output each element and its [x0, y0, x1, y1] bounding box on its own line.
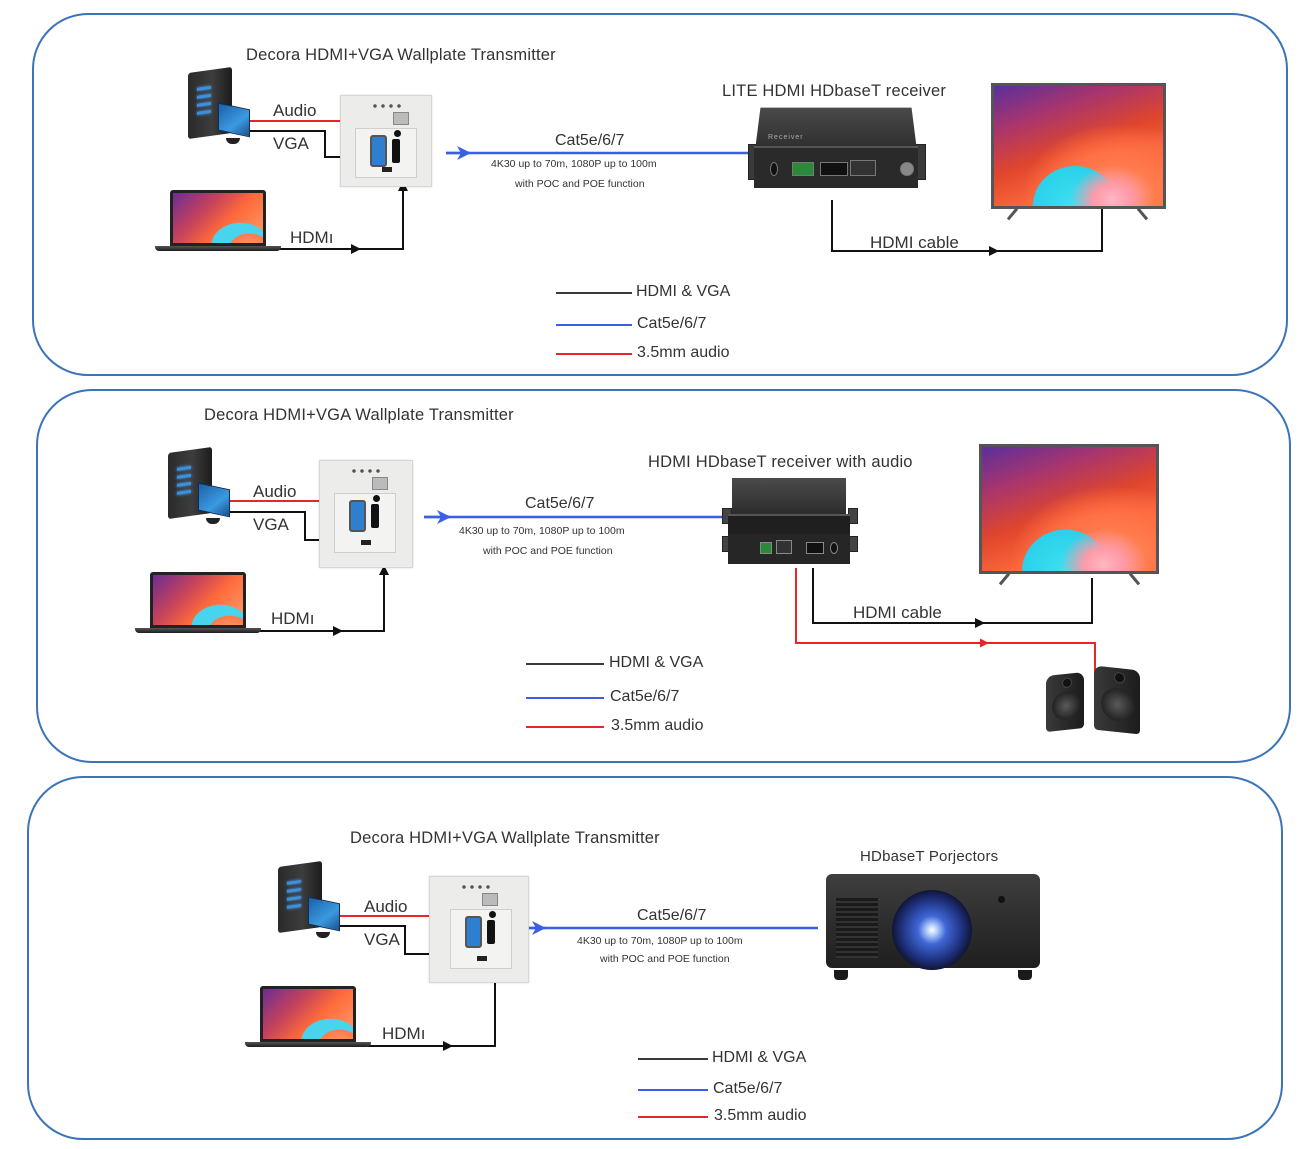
p1-laptop — [155, 190, 281, 251]
legend1-cat-label: Cat5e/6/7 — [637, 315, 707, 332]
p1-tv — [991, 83, 1166, 223]
p2-receiver-title: HDMI HDbaseT receiver with audio — [648, 453, 913, 471]
vga-port-icon — [370, 135, 387, 167]
p2-audio-receiver — [722, 478, 858, 576]
panel-lite-receiver — [32, 13, 1288, 376]
p1-transmitter-title: Decora HDMI+VGA Wallplate Transmitter — [246, 46, 556, 64]
legend3-hdmi-label: HDMI & VGA — [712, 1049, 807, 1066]
p3-wallplate-transmitter — [429, 876, 529, 983]
panel-projector — [27, 776, 1283, 1140]
p1-cable-label: Cat5e/6/7 — [555, 132, 625, 149]
laptop-icon — [260, 986, 356, 1042]
p3-audio-label: Audio — [364, 897, 408, 916]
audio-jack-icon — [394, 130, 401, 137]
tv-icon — [979, 444, 1159, 574]
legend2-hdmi-label: HDMI & VGA — [609, 654, 704, 671]
speaker-right-icon — [1094, 665, 1140, 735]
audio-jack-icon — [373, 495, 380, 502]
p1-vga-label: VGA — [273, 134, 309, 153]
p3-spec-line1: 4K30 up to 70m, 1080P up to 100m — [577, 935, 743, 947]
p3-cable-label: Cat5e/6/7 — [637, 907, 707, 924]
projector-lens-icon — [892, 890, 972, 970]
p1-wallplate-transmitter — [340, 95, 432, 187]
p1-hdmi-cable-label: HDMI cable — [870, 233, 959, 252]
p3-hdmi-label: HDMı — [382, 1024, 426, 1043]
p2-transmitter-title: Decora HDMI+VGA Wallplate Transmitter — [204, 406, 514, 424]
p3-projector-title: HDbaseT Porjectors — [860, 848, 999, 865]
legend2-cat-label: Cat5e/6/7 — [610, 688, 680, 705]
p3-laptop — [245, 986, 371, 1047]
p3-projector — [822, 874, 1044, 982]
legend1-audio-label: 3.5mm audio — [637, 344, 730, 361]
p1-hdmi-label: HDMı — [290, 228, 334, 247]
vga-port-icon — [349, 500, 366, 532]
legend2-audio-label: 3.5mm audio — [611, 717, 704, 734]
legend3-audio-label: 3.5mm audio — [714, 1107, 807, 1124]
p1-spec-line2: with POC and POE function — [515, 178, 645, 190]
p2-speakers — [1044, 665, 1144, 735]
p2-tv — [979, 444, 1159, 586]
p2-spec-line2: with POC and POE function — [483, 545, 613, 557]
vga-port-icon — [465, 916, 482, 948]
hdmi-port-icon — [371, 504, 379, 528]
receiver-front-text: Receiver — [768, 134, 804, 141]
p2-audio-label: Audio — [253, 482, 297, 501]
p2-wallplate-transmitter — [319, 460, 413, 568]
laptop-icon — [150, 572, 246, 628]
p1-receiver-title: LITE HDMI HDbaseT receiver — [722, 82, 947, 100]
p1-spec-line1: 4K30 up to 70m, 1080P up to 100m — [491, 158, 657, 170]
hdmi-port-icon — [487, 920, 495, 944]
tv-icon — [991, 83, 1166, 209]
speaker-left-icon — [1046, 672, 1084, 732]
laptop-icon — [170, 190, 266, 246]
p2-laptop — [135, 572, 261, 633]
p3-spec-line2: with POC and POE function — [600, 953, 730, 965]
legend1-hdmi-label: HDMI & VGA — [636, 283, 731, 300]
p2-cable-label: Cat5e/6/7 — [525, 495, 595, 512]
p2-vga-label: VGA — [253, 515, 289, 534]
p2-hdmi-label: HDMı — [271, 609, 315, 628]
p3-transmitter-title: Decora HDMI+VGA Wallplate Transmitter — [350, 829, 660, 847]
legend3-cat-label: Cat5e/6/7 — [713, 1080, 783, 1097]
audio-jack-icon — [489, 911, 496, 918]
p1-audio-label: Audio — [273, 101, 317, 120]
p1-lite-receiver: Receiver — [748, 106, 926, 196]
p2-hdmi-cable-label: HDMI cable — [853, 603, 942, 622]
hdmi-port-icon — [392, 139, 400, 163]
p3-vga-label: VGA — [364, 930, 400, 949]
p2-spec-line1: 4K30 up to 70m, 1080P up to 100m — [459, 525, 625, 537]
panel-audio-receiver — [36, 389, 1291, 763]
